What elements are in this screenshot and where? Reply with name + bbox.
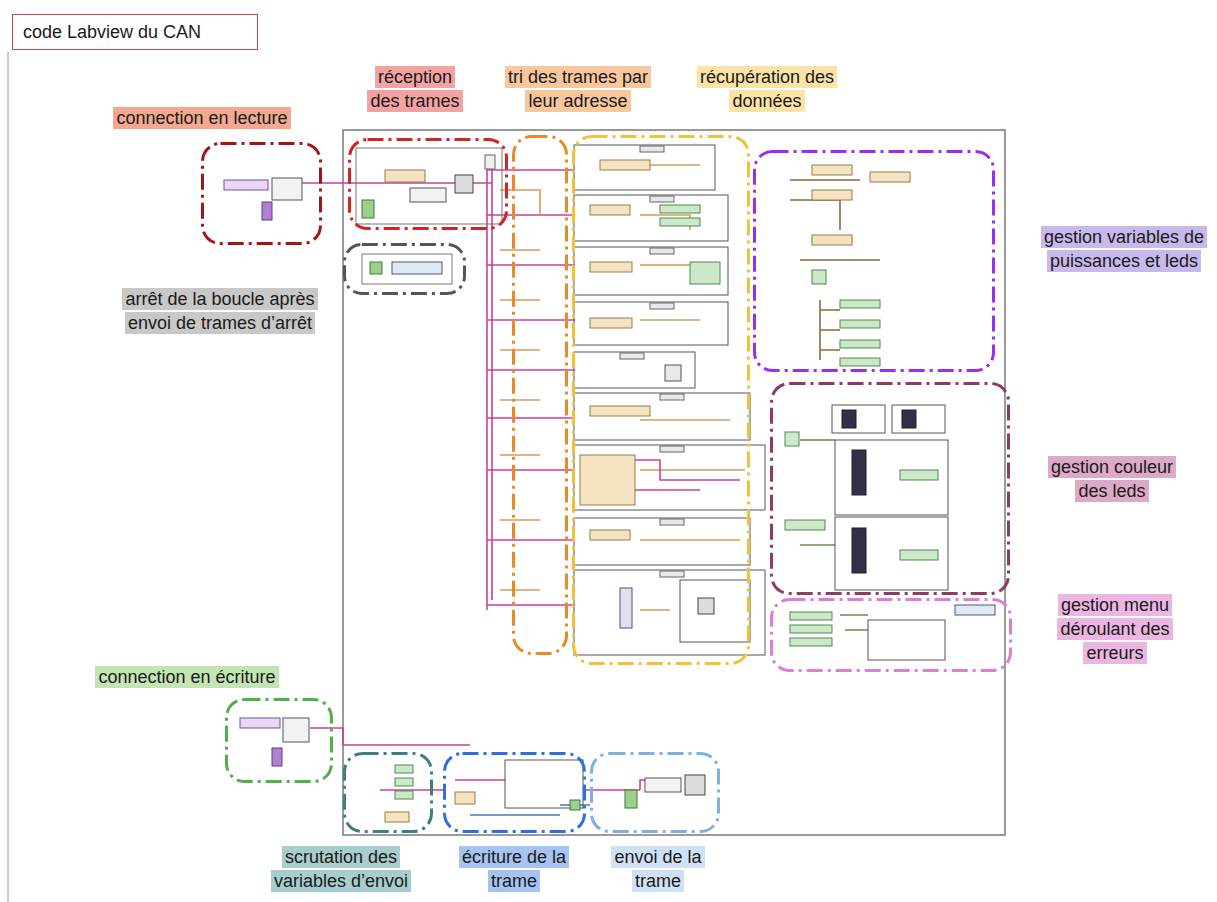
dash-dot-frame <box>348 138 508 230</box>
region-frame: tri des trames par leur adresse <box>512 135 568 655</box>
annotation-label: gestion menu déroulant des erreurs <box>1040 594 1190 665</box>
frame-outline <box>345 245 465 294</box>
dash-dot-frame <box>770 382 1010 595</box>
annotation-text: réception des trames <box>367 66 462 112</box>
frame-outline <box>592 754 719 832</box>
annotation-label: gestion variables de puissances et leds <box>1038 226 1210 274</box>
annotation-text: envoi de la trame <box>611 846 704 892</box>
annotation-text: tri des trames par leur adresse <box>505 66 651 112</box>
annotation-label: connection en écriture <box>75 666 299 690</box>
annotation-label: écriture de la trame <box>446 846 582 894</box>
region-frame: scrutation des variables d’envoi <box>343 752 433 833</box>
annotation-text: gestion variables de puissances et leds <box>1041 226 1207 272</box>
dash-dot-frame <box>753 150 995 372</box>
annotation-label: gestion couleur des leds <box>1040 456 1184 504</box>
annotation-label: envoi de la trame <box>598 846 718 894</box>
while-loop <box>343 130 1005 835</box>
region-frame: gestion variables de puissances et leds <box>753 150 995 372</box>
dash-dot-frame <box>443 752 586 833</box>
dash-dot-frame <box>201 142 322 245</box>
annotation-text: écriture de la trame <box>459 846 569 892</box>
annotation-text: arrêt de la boucle après envoi de trames… <box>122 288 317 334</box>
region-frame: récupération des données <box>572 135 750 665</box>
region-frame: écriture de la trame <box>443 752 586 833</box>
wires <box>300 160 880 815</box>
title-box: code Labview du CAN <box>12 14 258 50</box>
frame-outline <box>574 137 749 664</box>
frame-outline <box>772 384 1009 594</box>
annotation-text: scrutation des variables d’envoi <box>271 846 411 892</box>
annotation-label: connection en lecture <box>96 107 308 131</box>
annotation-label: scrutation des variables d’envoi <box>264 846 418 894</box>
frame-outline <box>755 152 994 371</box>
annotation-text: récupération des données <box>697 66 837 112</box>
annotation-text: connection en lecture <box>113 107 290 129</box>
region-frame: connection en lecture <box>201 142 322 245</box>
dash-dot-frame <box>590 752 720 833</box>
annotation-label: arrêt de la boucle après envoi de trames… <box>103 288 337 336</box>
frame-outline <box>772 600 1011 671</box>
dash-dot-frame <box>343 243 466 295</box>
annotation-label: tri des trames par leur adresse <box>495 66 661 114</box>
annotation-text: gestion couleur des leds <box>1048 456 1176 502</box>
region-frame: réception des trames <box>348 138 508 230</box>
frame-outline <box>350 140 507 229</box>
dash-dot-frame <box>512 135 568 655</box>
annotation-text: connection en écriture <box>95 666 278 688</box>
region-frame: arrêt de la boucle après envoi de trames… <box>343 243 466 295</box>
frame-outline <box>345 754 432 832</box>
frame-outline <box>514 137 567 654</box>
frame-outline <box>203 144 321 244</box>
labview-nodes <box>224 145 995 822</box>
dash-dot-frame <box>343 752 433 833</box>
frame-outline <box>445 754 585 832</box>
annotation-label: réception des trames <box>360 66 470 114</box>
annotation-text: gestion menu déroulant des erreurs <box>1057 594 1172 664</box>
region-frame: connection en écriture <box>225 698 333 783</box>
region-frame: gestion couleur des leds <box>770 382 1010 595</box>
region-frame: gestion menu déroulant des erreurs <box>770 598 1012 672</box>
annotation-label: récupération des données <box>682 66 852 114</box>
title-text: code Labview du CAN <box>13 15 211 50</box>
frame-outline <box>227 700 332 782</box>
region-frame: envoi de la trame <box>590 752 720 833</box>
page-border <box>8 52 9 902</box>
dash-dot-frame <box>225 698 333 783</box>
dash-dot-frame <box>572 135 750 665</box>
dash-dot-frame <box>770 598 1012 672</box>
